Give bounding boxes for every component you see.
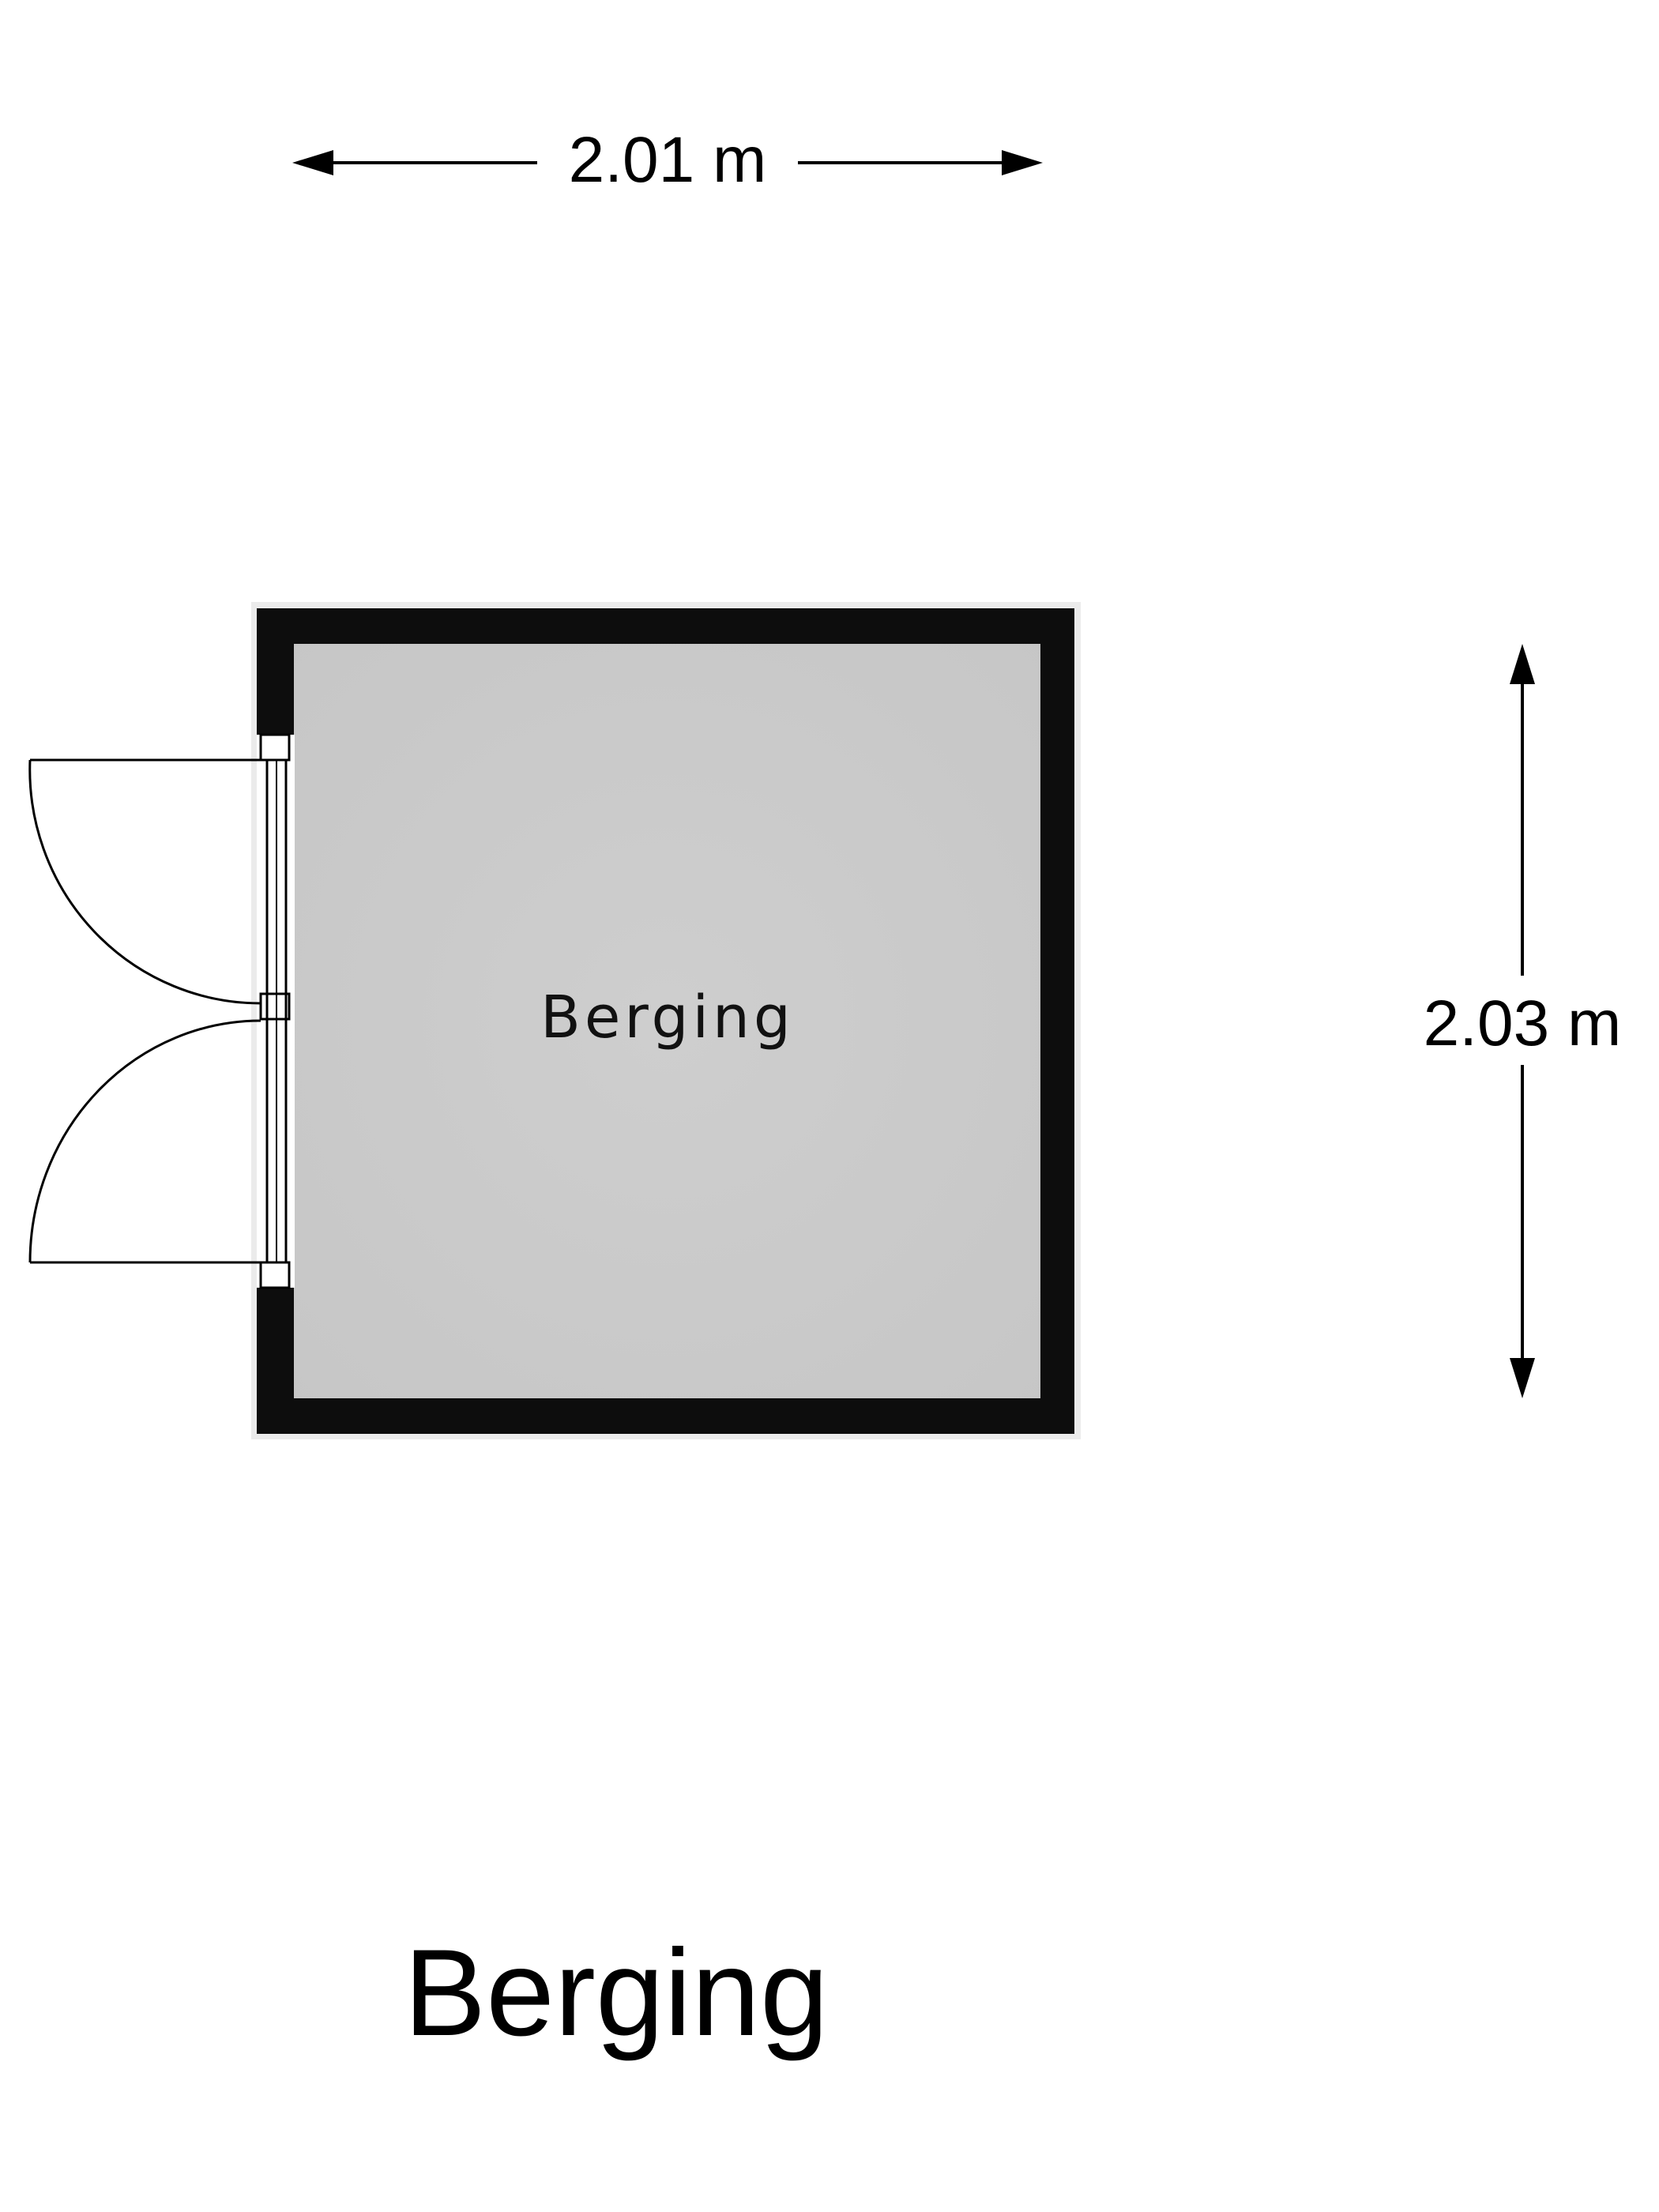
depth-dimension-label: 2.03 m (1424, 988, 1622, 1059)
depth-arrow-down-icon (1510, 1358, 1535, 1398)
width-arrow-right-icon (1002, 150, 1043, 175)
door-swing-arc-upper-icon (28, 759, 261, 1005)
door-jamb-top (259, 733, 291, 762)
width-arrow-left-icon (292, 150, 333, 175)
depth-dimension: 2.03 m (1424, 644, 1622, 1398)
width-dimension-label: 2.01 m (569, 124, 767, 196)
door-jamb-bottom (259, 1261, 291, 1289)
door-jamb-middle (259, 992, 291, 1021)
double-door (28, 758, 261, 1264)
door-swing-arc-lower-icon (28, 1019, 261, 1263)
room-floor (294, 644, 1040, 1398)
depth-arrow-up-icon (1510, 644, 1535, 684)
room-berging: Berging (251, 602, 1081, 1439)
width-dimension: 2.01 m (292, 124, 1043, 196)
room-label: Berging (540, 984, 795, 1051)
plan-title: Berging (404, 1924, 829, 2062)
